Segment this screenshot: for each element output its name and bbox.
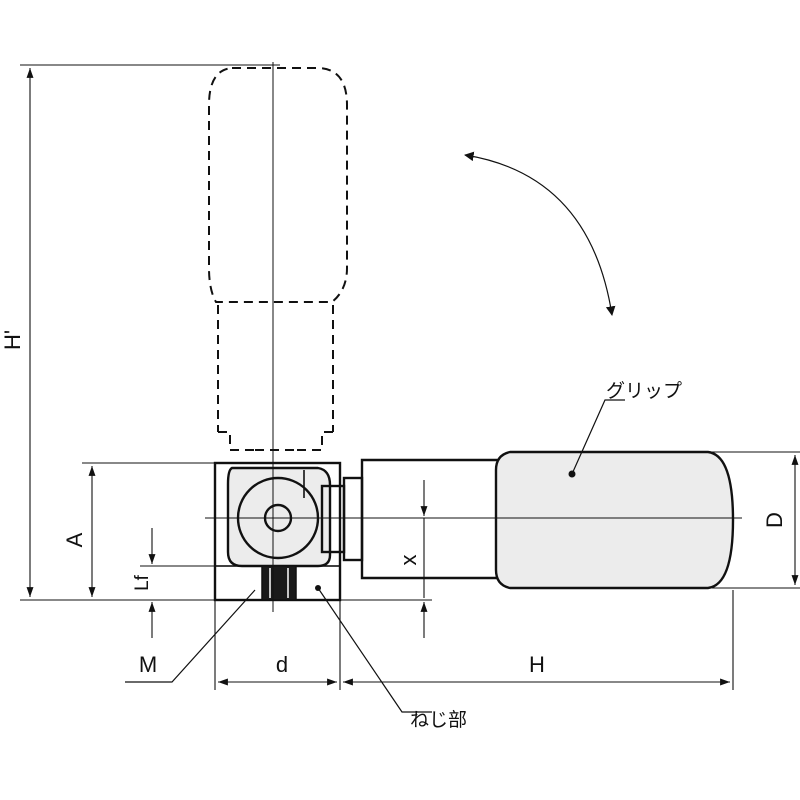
leader-m: M (125, 589, 256, 683)
grip-label: グリップ (606, 380, 682, 402)
dim-h-label: H (529, 652, 545, 677)
leader-grip: グリップ (571, 380, 682, 475)
dimension-h-prime: H' (0, 64, 280, 601)
dimension-lf: Lf (132, 528, 262, 638)
center-lines (205, 62, 742, 612)
dim-lf-label: Lf (132, 574, 153, 591)
dim-x-label: x (396, 555, 421, 566)
curved-double-arrow-icon (464, 151, 616, 316)
dimension-a: A (62, 462, 215, 597)
screw-part-label: ねじ部 (410, 709, 467, 731)
dim-a-label: A (62, 532, 87, 547)
dim-small-d-label: d (276, 652, 288, 677)
dimension-d-and-h: d H (214, 590, 734, 690)
upright-grip-phantom (208, 67, 348, 451)
horizontal-handle (342, 450, 735, 590)
leader-screw-part: ねじ部 (315, 585, 467, 731)
dim-d-label: D (762, 512, 787, 528)
dim-h-prime-label: H' (0, 330, 25, 350)
dimension-x: x (340, 480, 432, 638)
dim-m-label: M (139, 652, 157, 677)
screw-part (261, 565, 297, 601)
dimension-d-diameter: D (712, 451, 800, 589)
